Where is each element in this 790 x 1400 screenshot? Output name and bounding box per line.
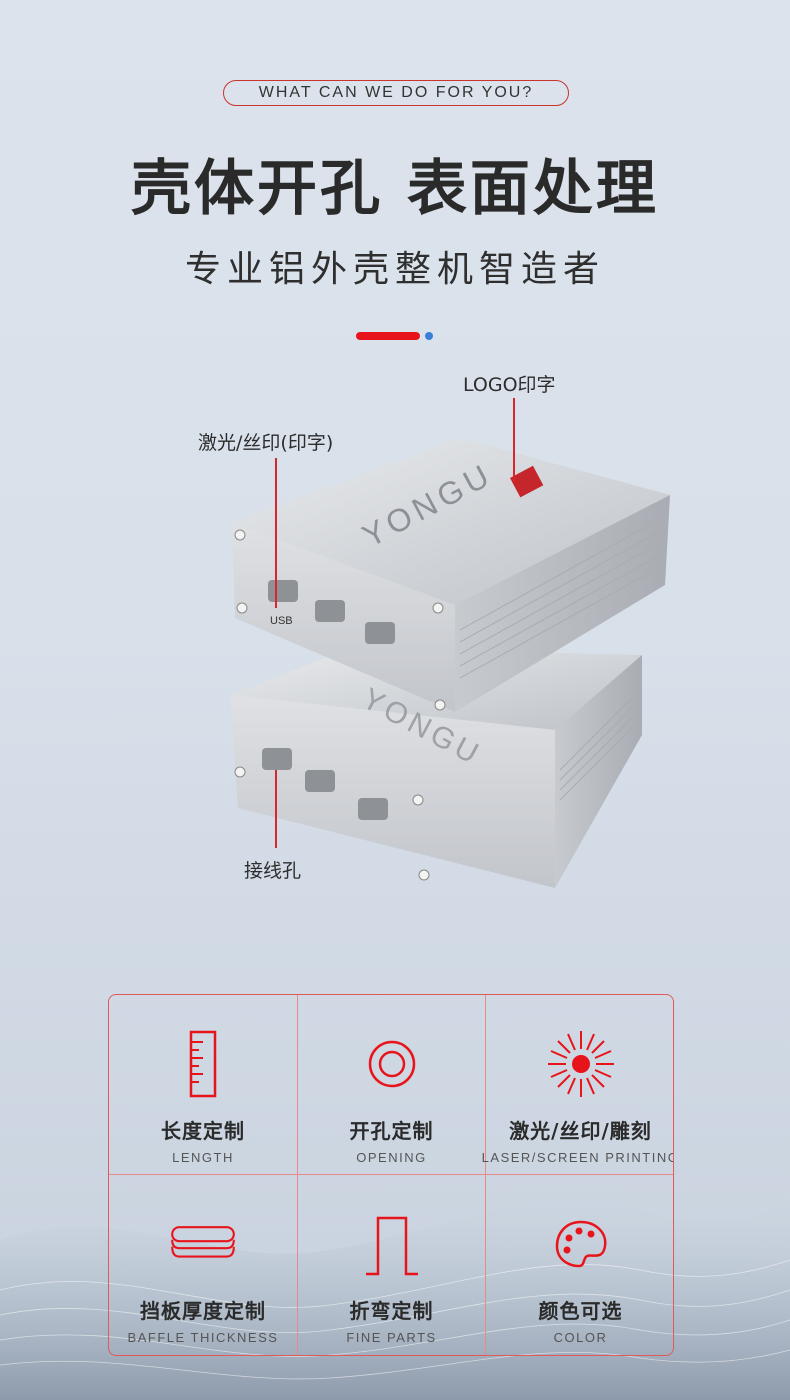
- page-subtitle: 专业铝外壳整机智造者: [184, 249, 605, 290]
- usb-port-label: USB: [270, 615, 293, 627]
- laser-burst-icon: [546, 1029, 616, 1099]
- feature-subtitle: FINE PARTS: [346, 1330, 437, 1345]
- laser-callout-label: 激光/丝印(印字): [198, 432, 334, 454]
- circle-hole-icon: [357, 1029, 427, 1099]
- network-wave-background: [0, 1200, 790, 1400]
- feature-bending: 折弯定制 FINE PARTS: [298, 1175, 486, 1355]
- feature-title: 长度定制: [161, 1119, 245, 1143]
- hole-callout-label: 接线孔: [244, 860, 302, 882]
- feature-subtitle: LASER/SCREEN PRINTING: [481, 1150, 674, 1165]
- bend-icon: [357, 1209, 427, 1279]
- logo-callout-label: LOGO印字: [463, 374, 556, 396]
- palette-icon: [546, 1209, 616, 1279]
- hole-callout-line: [275, 770, 277, 848]
- feature-color: 颜色可选 COLOR: [486, 1175, 673, 1355]
- accent-dot: [425, 332, 433, 340]
- feature-title: 激光/丝印/雕刻: [509, 1119, 652, 1143]
- feature-title: 折弯定制: [349, 1299, 434, 1323]
- feature-baffle-thickness: 挡板厚度定制 BAFFLE THICKNESS: [109, 1175, 298, 1355]
- features-grid: 长度定制 LENGTH 开孔定制 OPENING 激光/丝印/雕刻: [108, 994, 674, 1356]
- logo-callout-line: [513, 398, 515, 482]
- feature-title: 挡板厚度定制: [140, 1299, 266, 1323]
- page-title: 壳体开孔 表面处理: [131, 154, 659, 224]
- feature-subtitle: COLOR: [553, 1330, 608, 1345]
- ruler-icon: [168, 1029, 238, 1099]
- feature-subtitle: LENGTH: [172, 1150, 234, 1165]
- feature-subtitle: BAFFLE THICKNESS: [127, 1330, 279, 1345]
- aluminum-enclosure-illustration: YONGU YONGU US: [230, 438, 670, 888]
- feature-title: 颜色可选: [538, 1299, 623, 1323]
- accent-bar: [356, 332, 420, 340]
- feature-length: 长度定制 LENGTH: [109, 995, 298, 1175]
- feature-subtitle: OPENING: [356, 1150, 427, 1165]
- feature-laser: 激光/丝印/雕刻 LASER/SCREEN PRINTING: [482, 995, 673, 1175]
- feature-title: 开孔定制: [349, 1119, 434, 1143]
- laser-callout-line: [275, 458, 277, 608]
- logo-mark: [509, 465, 544, 498]
- feature-opening: 开孔定制 OPENING: [298, 995, 486, 1175]
- tagline-pill: WHAT CAN WE DO FOR YOU?: [223, 80, 569, 106]
- stacked-plates-icon: [168, 1209, 238, 1279]
